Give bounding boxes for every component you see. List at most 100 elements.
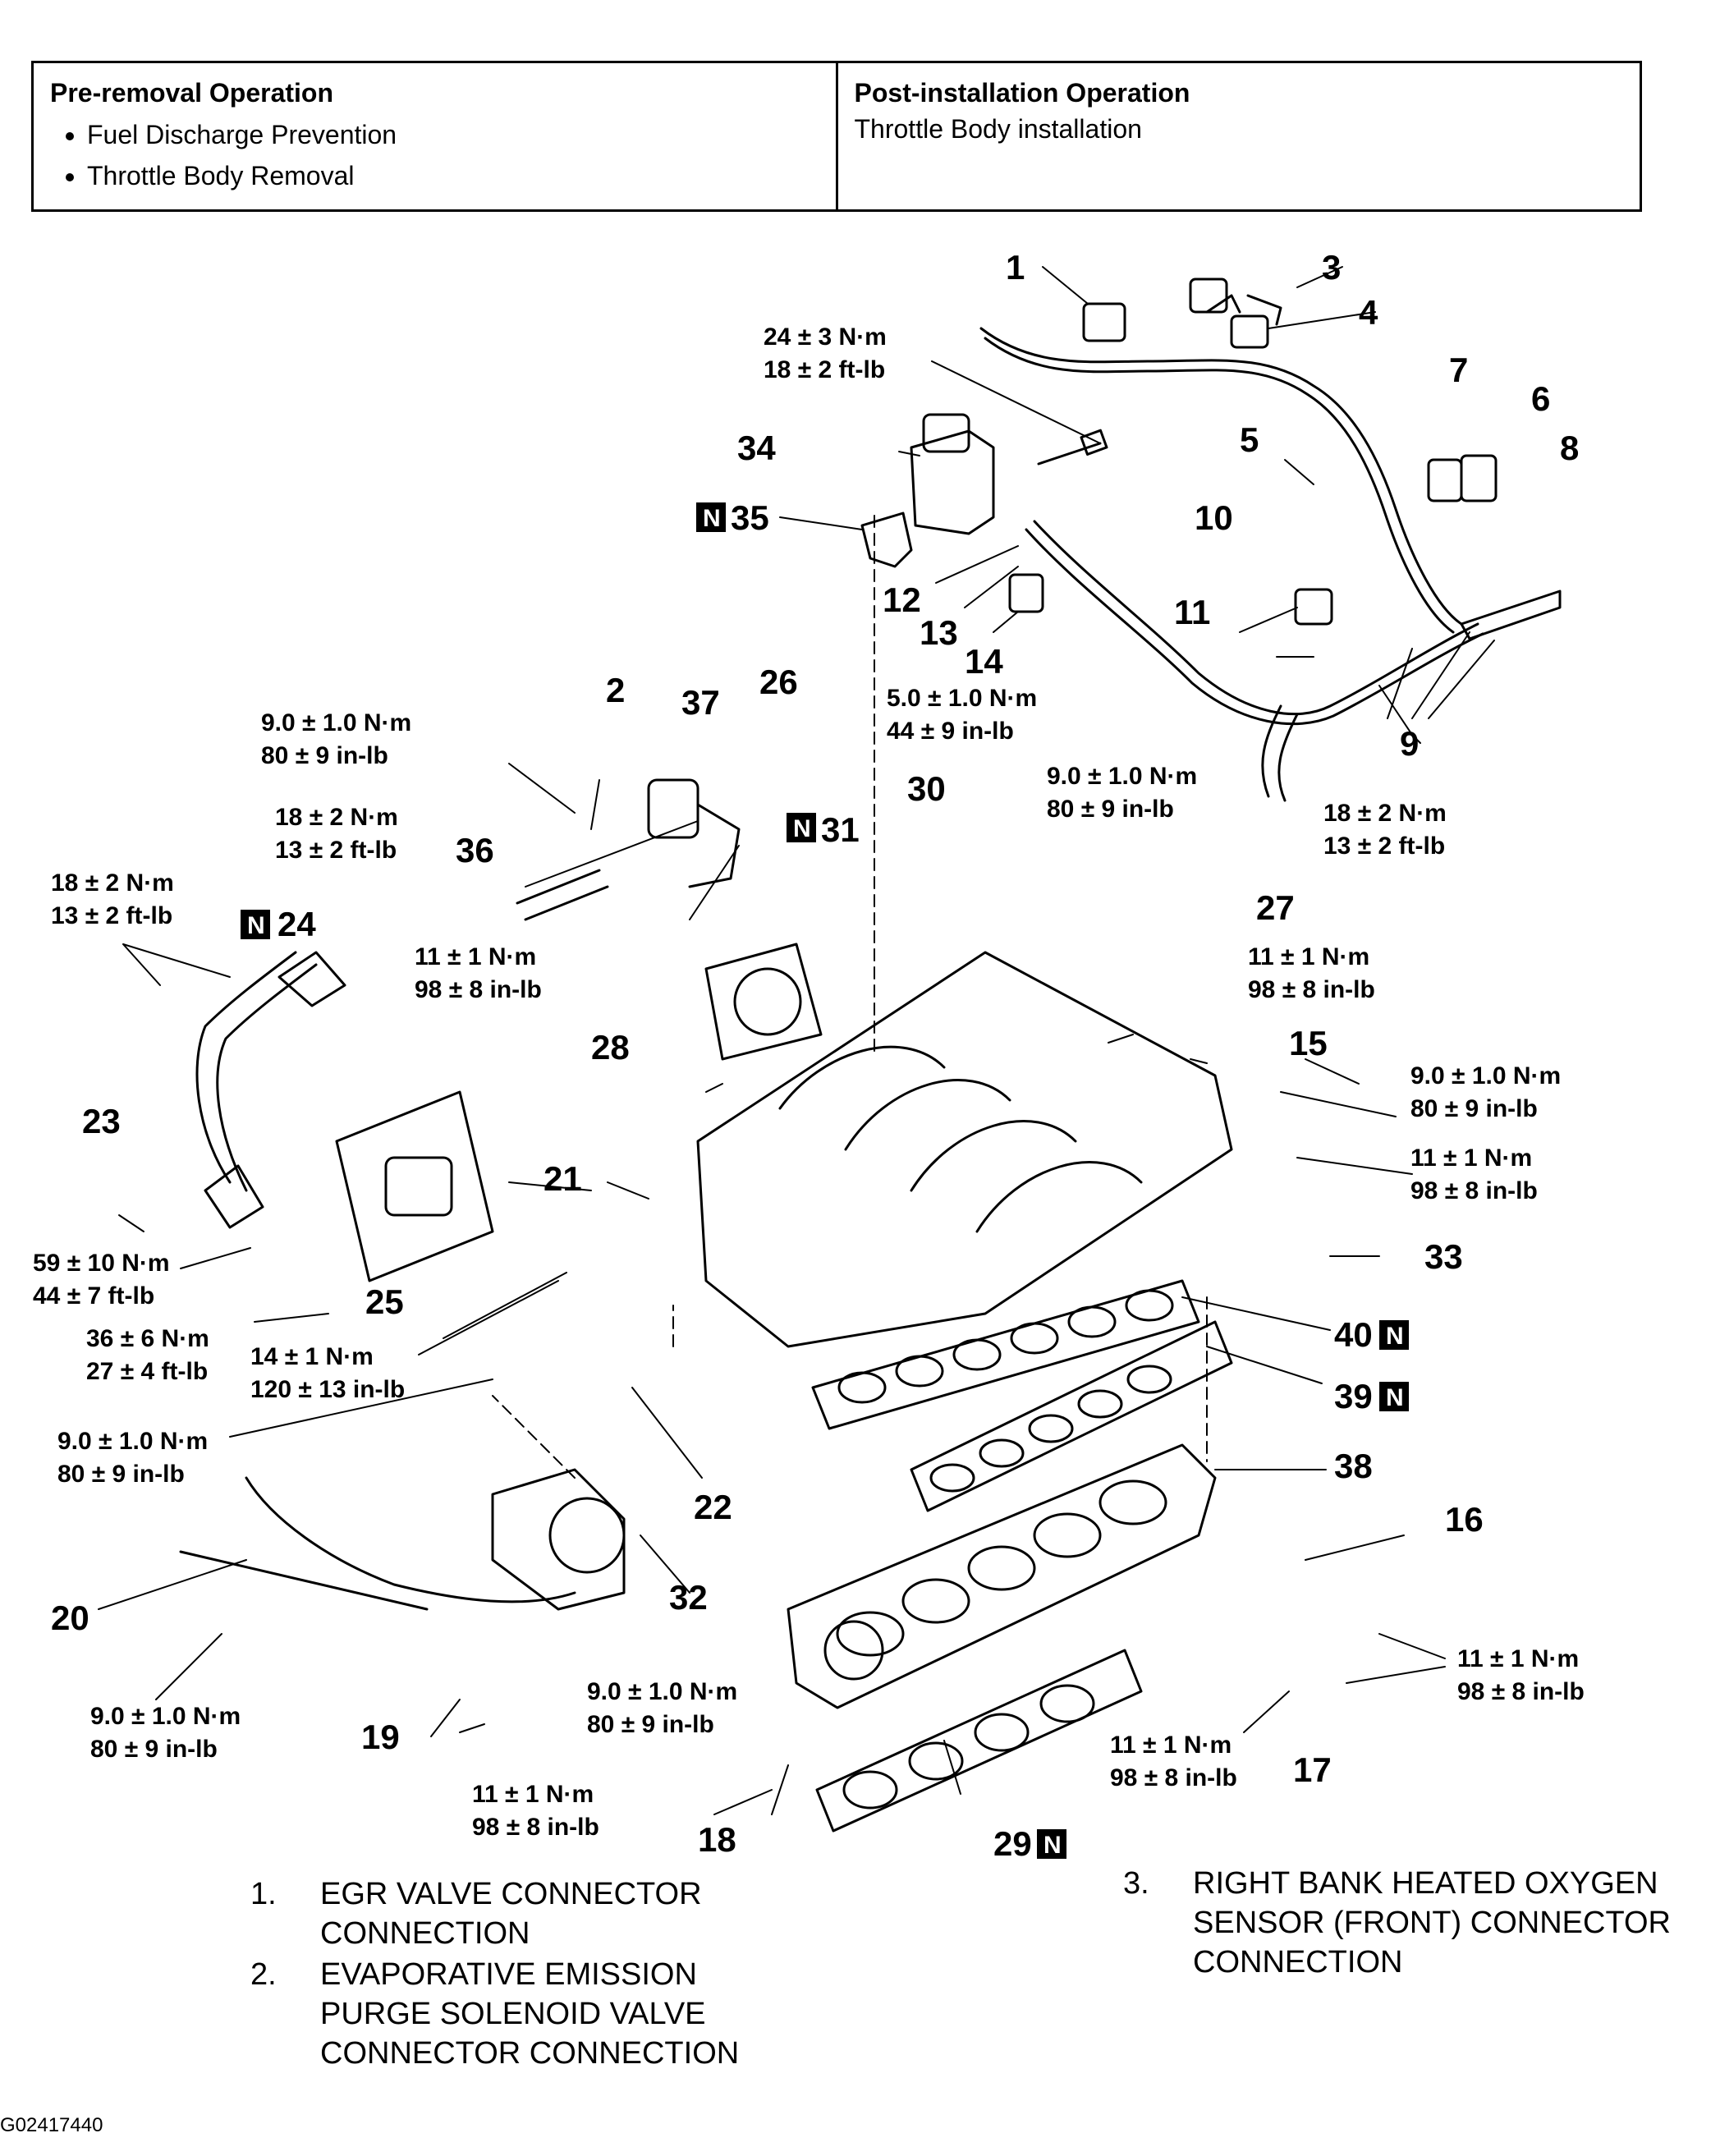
- legend-number: 1.: [250, 1877, 277, 1911]
- svg-text:N: N: [247, 912, 265, 939]
- torque-specs: 24 ± 3 N·m 18 ± 2 ft-lb 5.0 ± 1.0 N·m 44…: [33, 323, 1585, 1841]
- torque-imperial: 18 ± 2 ft-lb: [764, 356, 885, 383]
- torque-nm: 18 ± 2 N·m: [1323, 800, 1447, 827]
- svg-text:N: N: [793, 815, 811, 842]
- callout-37: 37: [681, 683, 720, 722]
- legend-number: 3.: [1123, 1866, 1149, 1901]
- gasket-29: [815, 1649, 1143, 1833]
- callout-16: 16: [1445, 1500, 1484, 1539]
- legend-line: CONNECTION: [1193, 1945, 1403, 1979]
- callout-11: 11: [1174, 593, 1210, 631]
- callout-34: 34: [737, 429, 776, 467]
- torque-imperial: 44 ± 9 in-lb: [887, 718, 1014, 745]
- torque-nm: 11 ± 1 N·m: [1110, 1732, 1232, 1759]
- callout-20: 20: [51, 1599, 89, 1637]
- pre-removal-title: Pre-removal Operation: [50, 78, 333, 108]
- figure-code: G02417440: [0, 2114, 103, 2136]
- connector-7-icon: [1460, 454, 1498, 502]
- pre-removal-item: Throttle Body Removal: [87, 155, 819, 196]
- callout-14: 14: [965, 642, 1003, 681]
- callout-12: 12: [883, 580, 921, 619]
- torque-imperial: 80 ± 9 in-lb: [587, 1711, 714, 1738]
- throttle-body-28: [704, 943, 823, 1061]
- legend-item: 3. RIGHT BANK HEATED OXYGEN SENSOR (FRON…: [1123, 1864, 1671, 1982]
- legend-line: PURGE SOLENOID VALVE: [320, 1997, 706, 2031]
- torque-imperial: 120 ± 13 in-lb: [250, 1376, 405, 1403]
- torque-imperial: 98 ± 8 in-lb: [415, 976, 542, 1003]
- callout-2: 2: [606, 671, 625, 709]
- legend-line: CONNECTION: [320, 1916, 530, 1951]
- egr-valve: [860, 413, 1108, 568]
- torque-nm: 11 ± 1 N·m: [1410, 1145, 1532, 1172]
- torque-imperial: 98 ± 8 in-lb: [1110, 1764, 1237, 1791]
- callout-3: 3: [1322, 248, 1341, 287]
- torque-imperial: 80 ± 9 in-lb: [1047, 796, 1174, 823]
- connector-4-icon: [1230, 314, 1269, 349]
- callout-26: 26: [759, 663, 798, 701]
- intake-plenum: [696, 943, 1233, 1348]
- post-installation-column: Post-installation Operation Throttle Bod…: [835, 63, 1640, 209]
- post-installation-text: Throttle Body installation: [854, 114, 1142, 144]
- svg-text:N: N: [1386, 1384, 1404, 1411]
- callout-9: 9: [1400, 724, 1419, 763]
- torque-imperial: 13 ± 2 ft-lb: [275, 837, 397, 864]
- torque-imperial: 98 ± 8 in-lb: [472, 1814, 599, 1841]
- pre-removal-item: Fuel Discharge Prevention: [87, 114, 819, 155]
- gasket-40: [811, 1279, 1200, 1430]
- legend-line: EVAPORATIVE EMISSION: [320, 1957, 697, 1992]
- torque-nm: 11 ± 1 N·m: [415, 943, 536, 970]
- callout-32: 32: [669, 1578, 708, 1617]
- n-mark-29: [1037, 1829, 1066, 1859]
- callout-27: 27: [1256, 888, 1295, 927]
- callout-24: 24: [277, 905, 316, 943]
- engine-wiring-harness: [979, 294, 1562, 802]
- n-mark-31: [787, 813, 816, 842]
- legend-right: 3. RIGHT BANK HEATED OXYGEN SENSOR (FRON…: [1123, 1864, 1671, 1982]
- torque-imperial: 44 ± 7 ft-lb: [33, 1282, 154, 1310]
- torque-imperial: 98 ± 8 in-lb: [1248, 976, 1375, 1003]
- throttle-body-32: [491, 1468, 626, 1611]
- callout-7: 7: [1449, 351, 1468, 389]
- torque-nm: 5.0 ± 1.0 N·m: [887, 685, 1037, 712]
- callout-13: 13: [920, 613, 958, 652]
- connector-6-icon: [1427, 458, 1463, 502]
- callout-8: 8: [1560, 429, 1579, 467]
- callout-17: 17: [1293, 1750, 1332, 1789]
- connector-1-icon: [1082, 302, 1126, 342]
- callout-23: 23: [82, 1102, 121, 1140]
- torque-imperial: 98 ± 8 in-lb: [1457, 1678, 1585, 1705]
- non-reusable-marks: N N N N N N: [241, 502, 1409, 1859]
- callout-22: 22: [694, 1488, 732, 1526]
- bracket-25: [335, 1090, 494, 1282]
- torque-imperial: 80 ± 9 in-lb: [261, 742, 388, 769]
- torque-imperial: 80 ± 9 in-lb: [90, 1736, 218, 1763]
- vacuum-hose-20: [245, 1476, 576, 1603]
- torque-imperial: 27 ± 4 ft-lb: [86, 1358, 208, 1385]
- callout-31: 31: [821, 810, 860, 849]
- torque-nm: 18 ± 2 N·m: [51, 869, 174, 897]
- torque-nm: 59 ± 10 N·m: [33, 1250, 170, 1277]
- torque-nm: 11 ± 1 N·m: [472, 1781, 594, 1808]
- torque-nm: 18 ± 2 N·m: [275, 804, 398, 831]
- torque-nm: 36 ± 6 N·m: [86, 1325, 209, 1352]
- legend-item: 2. EVAPORATIVE EMISSION PURGE SOLENOID V…: [250, 1955, 739, 2073]
- callout-40: 40: [1334, 1315, 1373, 1354]
- n-mark-40: [1379, 1320, 1409, 1350]
- egr-pipe-23: [195, 951, 346, 1229]
- callout-39: 39: [1334, 1377, 1373, 1415]
- callout-10: 10: [1195, 498, 1233, 537]
- pre-removal-column: Pre-removal Operation Fuel Discharge Pre…: [34, 63, 836, 209]
- torque-nm: 24 ± 3 N·m: [764, 323, 887, 351]
- torque-nm: 11 ± 1 N·m: [1457, 1645, 1579, 1672]
- callout-35: 35: [731, 498, 769, 537]
- legend-line: SENSOR (FRONT) CONNECTOR: [1193, 1906, 1671, 1940]
- torque-imperial: 98 ± 8 in-lb: [1410, 1177, 1538, 1204]
- svg-text:N: N: [1386, 1323, 1404, 1350]
- purge-solenoid-37: [647, 778, 741, 888]
- legend-left: 1. EGR VALVE CONNECTOR CONNECTION 2. EVA…: [250, 1874, 739, 2073]
- connector-10-icon: [1294, 588, 1333, 626]
- callout-30: 30: [907, 769, 946, 808]
- callout-5: 5: [1240, 420, 1259, 459]
- gasket-24: [277, 951, 346, 1007]
